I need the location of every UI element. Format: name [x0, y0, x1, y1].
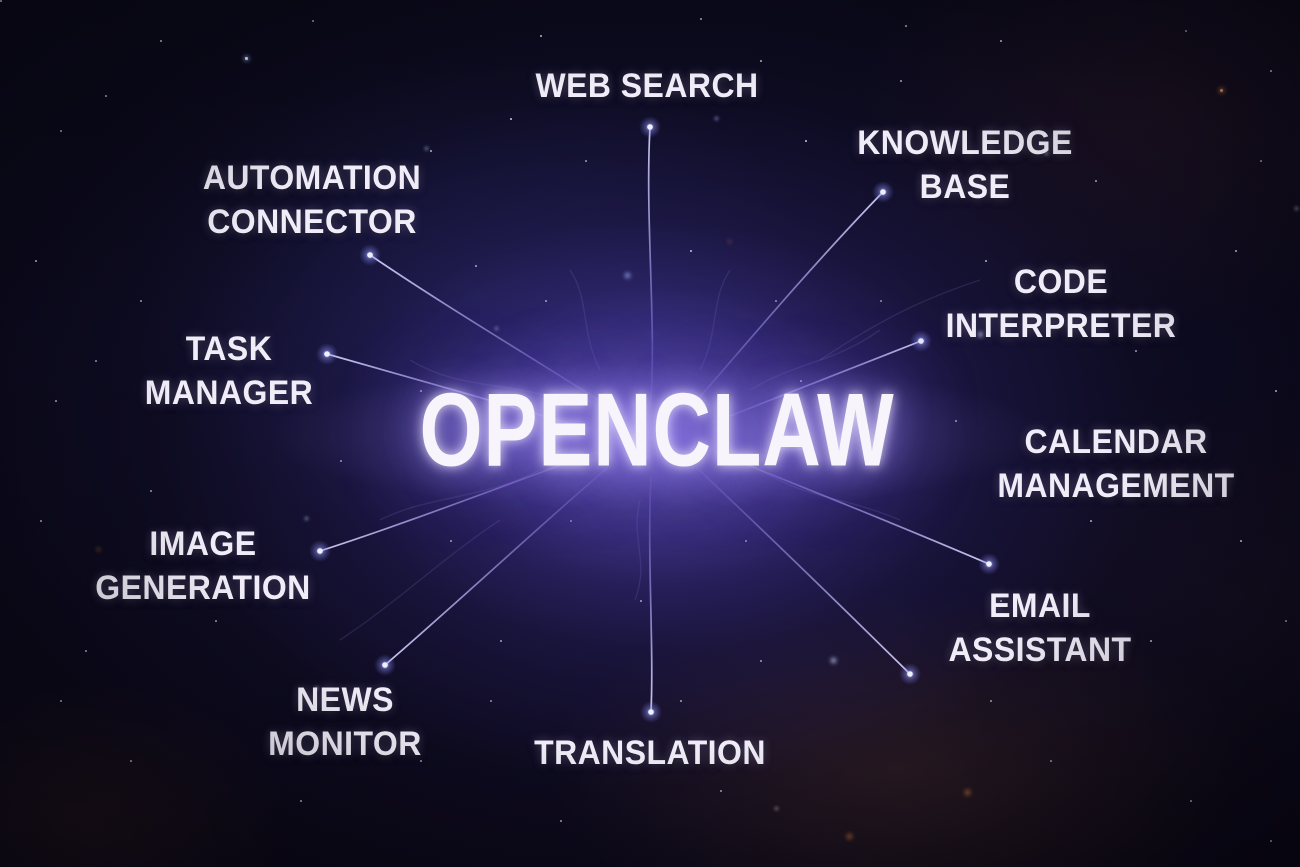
hub-title: OPENCLAW: [419, 372, 895, 489]
node-label-translation: TRANSLATION: [534, 733, 766, 772]
connector-line-web-search: [647, 126, 654, 399]
node-label-email-assistant: EMAIL ASSISTANT: [948, 586, 1132, 669]
node-label-task-manager: TASK MANAGER: [144, 329, 314, 412]
node-label-code-interpreter: CODE INTERPRETER: [945, 262, 1177, 345]
node-label-calendar-management: CALENDAR MANAGEMENT: [997, 422, 1235, 505]
node-label-automation-connector: AUTOMATION CONNECTOR: [202, 158, 422, 241]
connector-line-news-monitor: [384, 467, 608, 666]
node-label-news-monitor: NEWS MONITOR: [268, 680, 422, 763]
connector-line-translation: [648, 477, 653, 713]
connector-line-email-assistant: [696, 467, 911, 675]
node-label-web-search: WEB SEARCH: [535, 66, 759, 105]
node-label-image-generation: IMAGE GENERATION: [95, 524, 311, 607]
node-label-knowledge-base: KNOWLEDGE BASE: [857, 123, 1073, 206]
